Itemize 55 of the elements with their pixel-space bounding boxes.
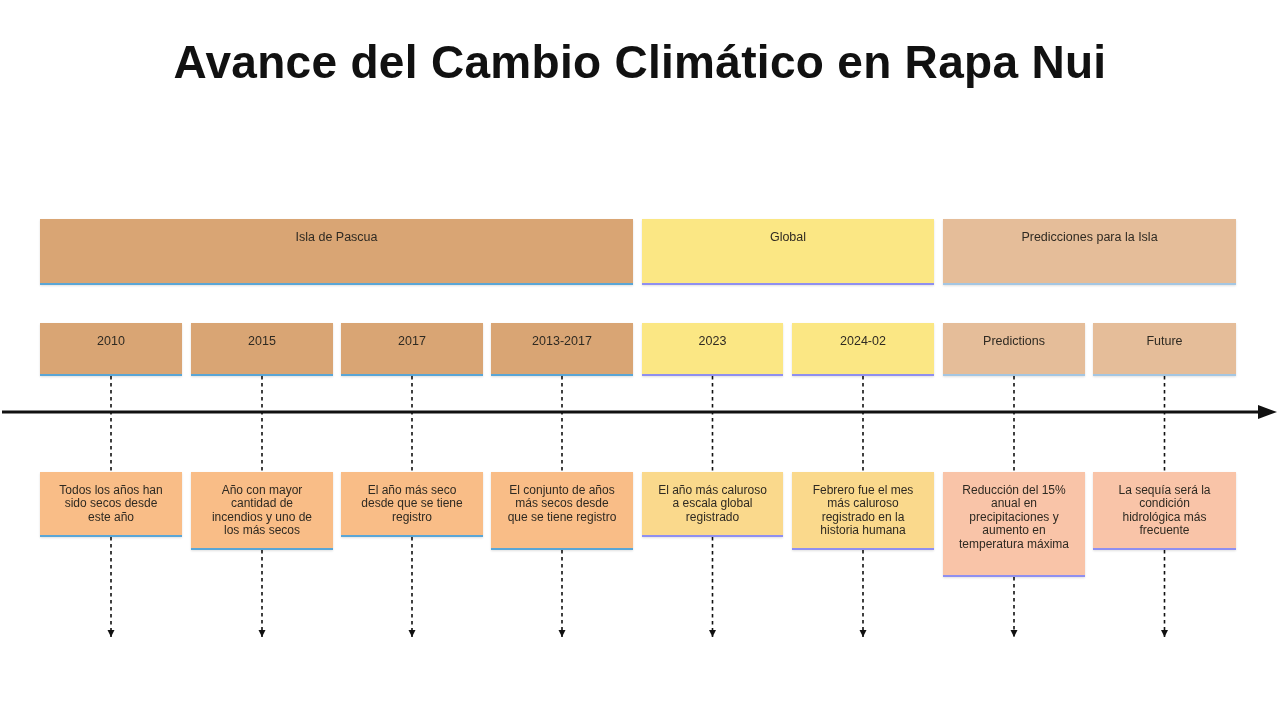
year-label: Predictions (982, 333, 1046, 349)
dashed-connector (411, 375, 413, 473)
event-text: Reducción del 15% anual en precipitaciones y aumento en temperatura máxima (958, 482, 1070, 552)
category-band (642, 219, 934, 285)
year-label: 2015 (247, 333, 277, 349)
dashed-connector (261, 375, 263, 473)
year-box (491, 323, 633, 376)
event-card (491, 472, 633, 550)
year-box (1093, 323, 1236, 376)
dashed-arrow (709, 536, 716, 638)
year-label: 2010 (96, 333, 126, 349)
dashed-arrow (107, 536, 115, 638)
dashed-connector (1013, 375, 1015, 473)
event-card (40, 472, 182, 537)
dashed-connector (110, 375, 112, 473)
event-card (191, 472, 333, 550)
year-label: 2023 (697, 333, 728, 349)
band-label: Global (768, 229, 808, 245)
year-box (40, 323, 182, 376)
year-box (341, 323, 483, 376)
event-card (943, 472, 1085, 577)
category-band (943, 219, 1236, 285)
event-card (341, 472, 483, 537)
year-box (191, 323, 333, 376)
band-label: Isla de Pascua (294, 229, 379, 245)
dashed-arrow (859, 549, 867, 638)
year-label: Future (1145, 333, 1184, 349)
category-band (40, 219, 633, 285)
event-text: El año más seco desde que se tiene registro (360, 482, 464, 525)
dashed-connector (711, 375, 714, 473)
event-text: Febrero fue el mes más caluroso registrado en la historia humana (811, 482, 915, 538)
dashed-connector (1163, 375, 1166, 473)
dashed-connector (561, 375, 563, 473)
year-box (792, 323, 934, 376)
event-text: Todos los años han sido secos desde este año (58, 482, 164, 525)
event-text: La sequía será la condición hidrológica más frecuente (1117, 482, 1212, 538)
year-label: 2017 (397, 333, 427, 349)
event-card (792, 472, 934, 550)
event-card (1093, 472, 1236, 550)
dashed-arrow (408, 536, 416, 638)
year-label: 2013-2017 (531, 333, 593, 349)
event-text: El año más caluroso a escala global registrado (657, 482, 768, 525)
dashed-arrow (1161, 549, 1168, 638)
dashed-connector (862, 375, 864, 473)
dashed-arrow (258, 549, 266, 638)
year-box (642, 323, 783, 376)
year-box (943, 323, 1085, 376)
title: Avance del Cambio Climático en Rapa Nui (173, 35, 1107, 90)
dashed-arrow (1010, 576, 1018, 638)
year-label: 2024-02 (839, 333, 887, 349)
event-text: El conjunto de años más secos desde que se tiene registro (506, 482, 618, 525)
event-text: Año con mayor cantidad de incendios y uno de los más secos (210, 482, 314, 538)
dashed-arrow (558, 549, 566, 638)
event-card (642, 472, 783, 537)
band-label: Predicciones para la Isla (1020, 229, 1159, 245)
